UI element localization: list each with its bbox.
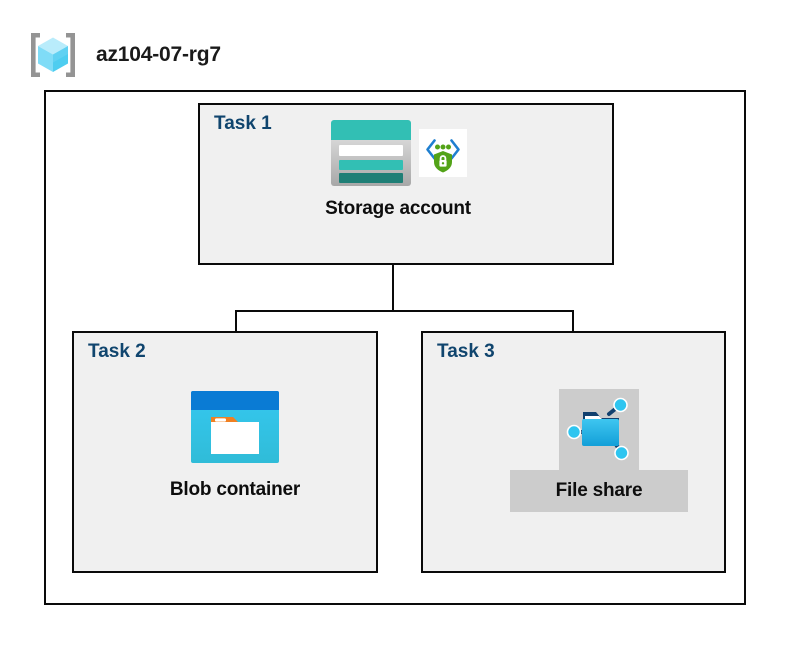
- file-share-highlight-plate-caption: File share: [510, 470, 688, 512]
- connector-storage-trunk: [392, 228, 394, 312]
- node-storage-account[interactable]: Storage account: [288, 118, 508, 220]
- file-share-icon: [563, 394, 635, 466]
- node-blob-container[interactable]: Blob container: [145, 389, 325, 501]
- storage-account-caption: Storage account: [325, 198, 471, 219]
- task-2-label: Task 2: [88, 341, 146, 362]
- secure-access-shield-icon: [419, 129, 467, 177]
- storage-account-icon-group: [329, 118, 467, 188]
- resource-group-cube-icon: [26, 28, 80, 82]
- connector-horizontal-bus: [235, 310, 574, 312]
- task-3-label: Task 3: [437, 341, 495, 362]
- file-share-highlight-plate-icon: [559, 389, 639, 470]
- blob-container-icon: [189, 389, 281, 465]
- blob-container-caption: Blob container: [169, 479, 301, 500]
- storage-account-icon: [329, 118, 413, 188]
- node-file-share[interactable]: File share: [510, 389, 688, 512]
- blob-container-icon-group: [189, 389, 281, 465]
- resource-group-name: az104-07-rg7: [96, 43, 221, 66]
- file-share-caption: File share: [555, 480, 643, 501]
- resource-group-header: az104-07-rg7: [26, 26, 346, 84]
- task-1-label: Task 1: [214, 113, 272, 134]
